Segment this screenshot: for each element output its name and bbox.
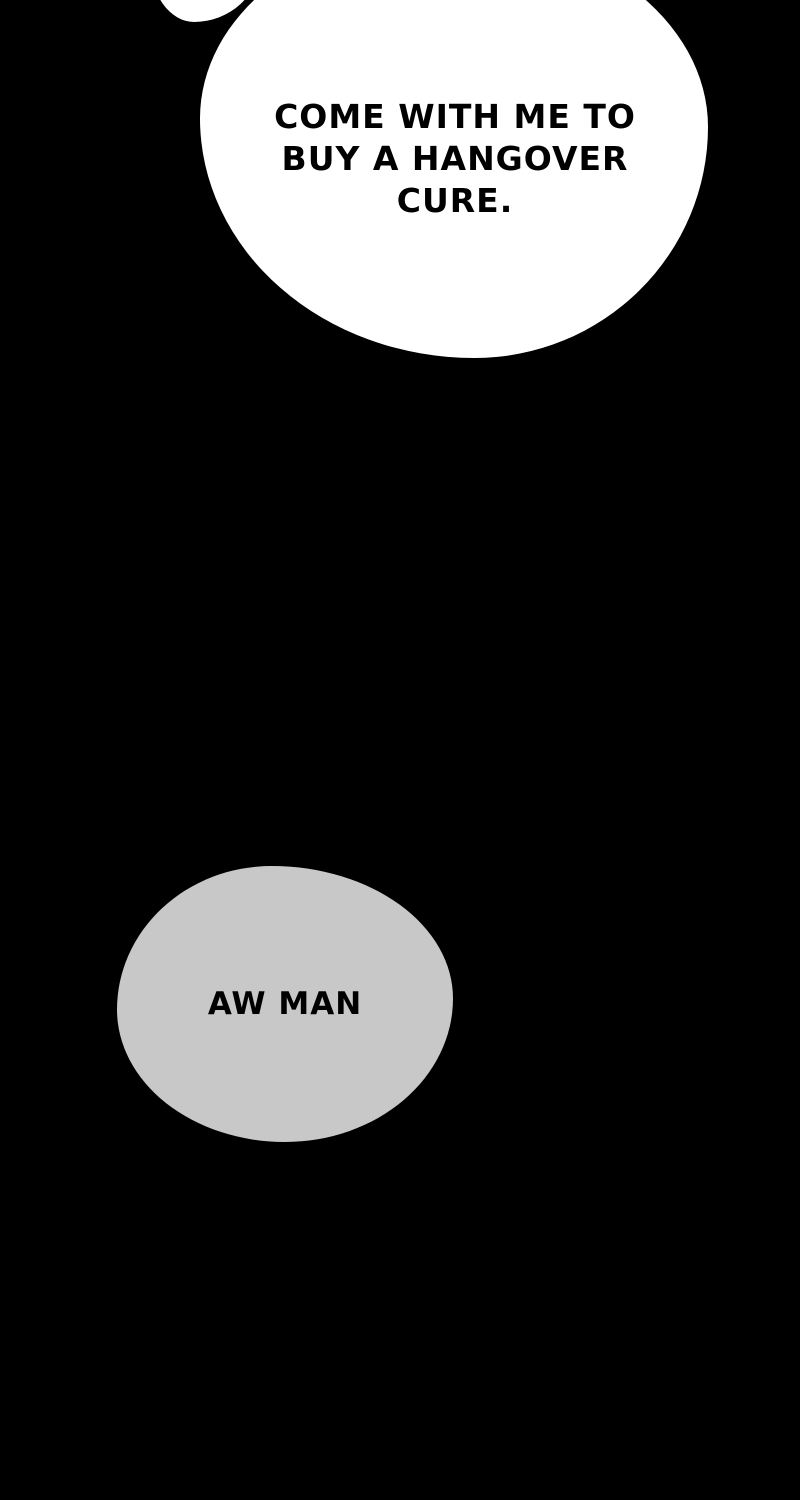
speech-bubble-bottom-text: AW MAN bbox=[207, 986, 363, 1022]
speech-bubble-bottom: AW MAN bbox=[117, 866, 453, 1142]
speech-bubble-top-text: COME WITH ME TO BUY A HANGOVER CURE. bbox=[274, 97, 636, 220]
